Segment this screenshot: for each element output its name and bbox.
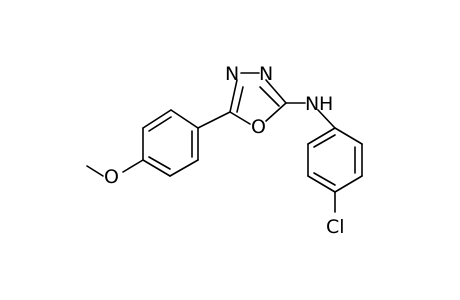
bond-ar2-a [334, 127, 363, 145]
bond-c2-aryl [197, 111, 231, 129]
methoxyphenyl-ring [142, 109, 199, 177]
atom-label-o-methoxy: O [104, 166, 119, 188]
bond-ar1-b [142, 109, 172, 129]
atom-label-nh-n: N [305, 93, 319, 115]
bond-ar2-inner-2 [313, 172, 336, 186]
atom-label-nh-h: H [319, 93, 333, 115]
atom-label-cl: Cl [326, 216, 345, 238]
oxadiazole-ring [229, 72, 287, 125]
bond-ar1-e [169, 159, 199, 177]
atom-label-n4: N [259, 63, 273, 85]
bond-ar1-d [142, 159, 171, 177]
bond-ar1-inner-2 [148, 156, 171, 170]
bond-n3-c2-inner [236, 86, 244, 113]
bond-n4-c5-inner [259, 86, 280, 107]
bond-o1-c2 [229, 111, 251, 125]
bond-nh-aryl [317, 109, 336, 129]
bond-ar1-inner-1 [148, 116, 172, 132]
bond-ar-o [122, 159, 144, 173]
bond-ar2-d [307, 175, 336, 193]
bond-ar1-a [170, 109, 199, 129]
atom-label-o1: O [251, 116, 266, 138]
bond-o-ch3 [86, 165, 104, 177]
bond-n3-c2 [229, 79, 238, 113]
bond-ar2-c [334, 175, 363, 193]
bond-n4-c5 [265, 79, 287, 104]
bond-ar2-f [307, 127, 336, 145]
atom-label-n3: N [225, 63, 239, 85]
bond-ar2-inner-3 [313, 134, 336, 148]
bond-c5-o1 [265, 102, 287, 122]
chlorophenyl-ring [307, 127, 363, 193]
